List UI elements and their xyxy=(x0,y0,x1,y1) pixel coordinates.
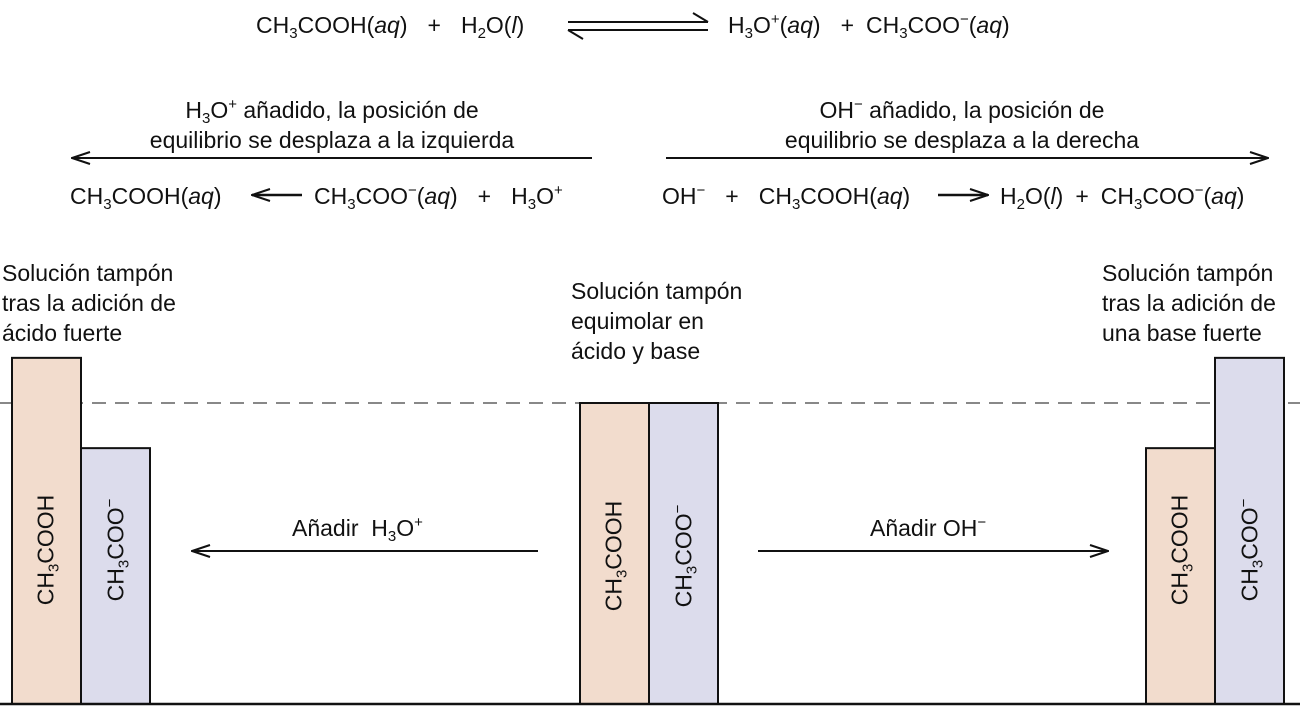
center-panel-title: Solución tampón equimolar en ácido y bas… xyxy=(571,278,743,364)
add-acid-label: Añadir H3O+ xyxy=(292,514,423,545)
bar-center-base-label: CH3COO− xyxy=(669,504,701,608)
left-panel-title: Solución tampón tras la adición de ácido… xyxy=(2,260,176,346)
bar-right-base-label: CH3COO− xyxy=(1235,498,1267,602)
main-equation-left: CH3COOH(aq)+H2O(l) xyxy=(256,12,525,42)
right-panel-title: Solución tampón tras la adición de una b… xyxy=(1102,260,1276,346)
bar-right-base xyxy=(1214,356,1285,705)
bar-left-base-label: CH3COO− xyxy=(101,498,133,602)
bar-left-acid-label: CH3COOH xyxy=(32,494,63,606)
bar-right-acid-label: CH3COOH xyxy=(1166,494,1197,606)
bar-center-acid-label: CH3COOH xyxy=(600,500,631,612)
left-reaction-reactants: CH3COO−(aq)+H3O+ xyxy=(314,182,563,213)
main-equation-right: H3O+(aq)+CH3COO−(aq) xyxy=(728,11,1010,42)
left-reaction-product: CH3COOH(aq) xyxy=(70,183,222,213)
equilibrium-arrows xyxy=(567,12,709,40)
left-shift-caption: H3O+ añadido, la posición de equilibrio … xyxy=(149,96,515,153)
add-base-label: Añadir OH− xyxy=(870,514,987,541)
right-shift-caption: OH− añadido, la posición de equilibrio s… xyxy=(784,96,1140,153)
right-reaction-products: H2O(l)+CH3COO−(aq) xyxy=(1000,182,1245,213)
right-reaction-reactants: OH−+CH3COOH(aq) xyxy=(662,182,911,213)
